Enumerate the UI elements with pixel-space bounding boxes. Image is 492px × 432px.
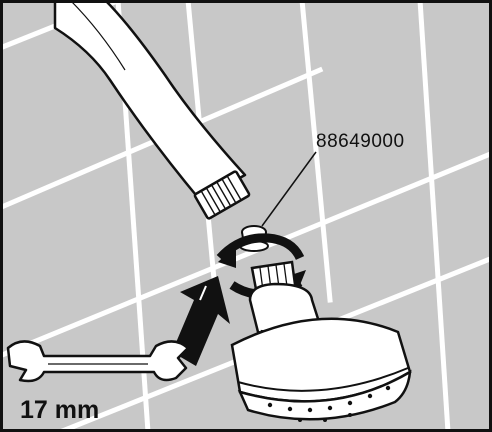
part-leader-line — [261, 151, 317, 227]
shower-arm-icon — [53, 0, 251, 220]
wrench-size-label: 17 mm — [20, 396, 99, 424]
part-number-label: 88649000 — [316, 131, 405, 152]
up-arrow-icon — [172, 276, 230, 366]
shower-head-icon — [230, 260, 412, 422]
wrench-icon — [6, 340, 190, 383]
